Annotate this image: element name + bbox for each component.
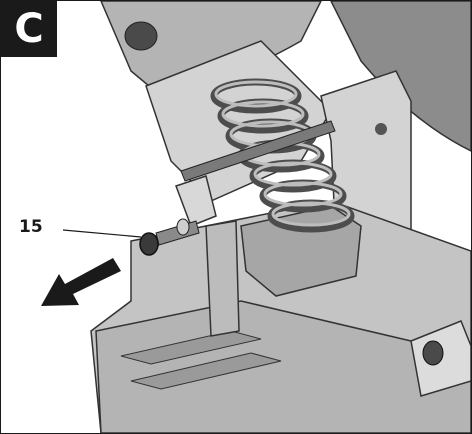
- locking-pin: [139, 218, 200, 256]
- base-slot: [120, 330, 282, 390]
- arrow-down-left-icon: [41, 258, 121, 306]
- lever-plate: [175, 175, 217, 227]
- front-column: [205, 220, 240, 337]
- base-top: [95, 300, 471, 433]
- callout-leader: [62, 229, 142, 238]
- saw-blade: [330, 1, 471, 152]
- pivot-rod: [180, 120, 336, 182]
- clamp-knob: [410, 320, 471, 397]
- brand-badge: [124, 21, 158, 51]
- panel-label: C: [1, 1, 57, 57]
- callout-number: 15: [19, 217, 43, 237]
- post-hole: [375, 123, 387, 135]
